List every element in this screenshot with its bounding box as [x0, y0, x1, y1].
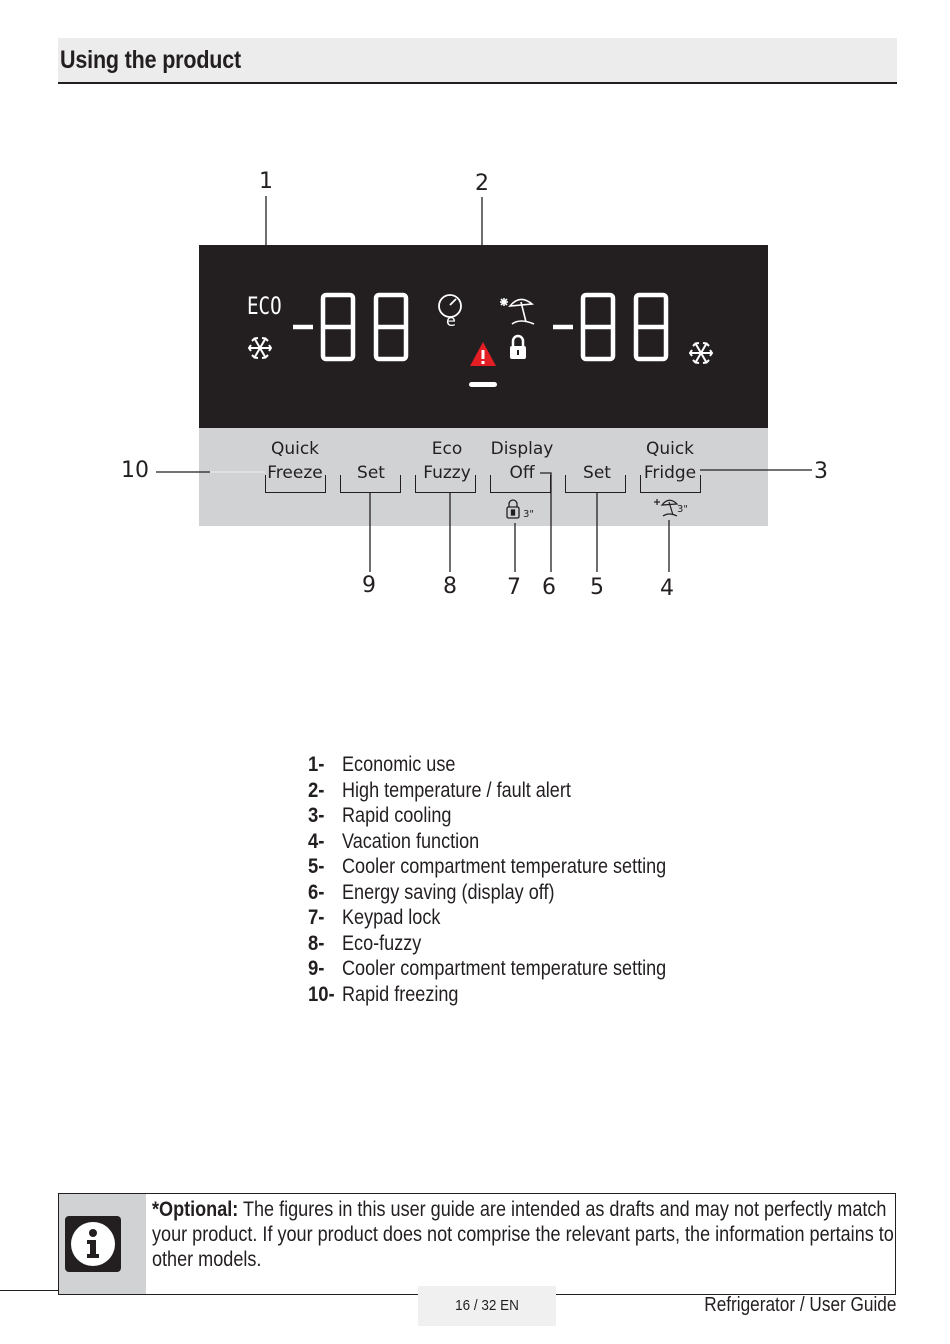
list-item: 7-Keypad lock: [308, 906, 441, 929]
button-strip: [199, 428, 768, 526]
snowflake-icon: [688, 342, 714, 364]
callout-9: 9: [362, 573, 376, 598]
vacation-umbrella-icon: [654, 499, 679, 517]
button-bracket: [415, 475, 476, 493]
eco-fuzzy-button[interactable]: Eco Fuzzy: [423, 439, 471, 483]
list-item: 2-High temperature / fault alert: [308, 778, 571, 802]
eco-indicator: ECO: [247, 292, 282, 320]
callout-3: 3: [814, 459, 828, 484]
button-bracket: [565, 475, 626, 493]
display-graphics: e: [156, 196, 812, 572]
button-bracket: [265, 475, 326, 493]
list-item: 10-Rapid freezing: [308, 982, 459, 1006]
snowflake-icon: [247, 337, 273, 359]
display-off-button[interactable]: Display Off: [490, 439, 554, 483]
callout-legend: 1-Economic use 2-High temperature / faul…: [308, 752, 728, 1007]
svg-text:e: e: [446, 311, 456, 330]
button-bracket: [340, 475, 401, 493]
warning-triangle-icon: [470, 342, 496, 366]
callout-7: 7: [507, 575, 521, 600]
footer-title: Refrigerator / User Guide: [703, 1294, 896, 1316]
info-icon: [65, 1216, 121, 1272]
alert-underline: [469, 382, 497, 387]
lock-hold-time: 3": [523, 509, 534, 520]
freezer-readout: [293, 292, 409, 362]
callout-5: 5: [590, 575, 604, 600]
button-bracket: [490, 475, 551, 493]
fridge-set-button[interactable]: ​ Set: [583, 463, 611, 483]
list-item: 9-Cooler compartment temperature setting: [308, 957, 667, 980]
fridge-readout: [553, 292, 669, 362]
display-screen: [199, 245, 768, 428]
eco-fuzzy-icon: e: [438, 294, 462, 330]
quick-fridge-button[interactable]: Quick Fridge: [643, 439, 697, 483]
button-bracket: [640, 475, 701, 493]
footer-divider: [0, 1290, 58, 1291]
callout-10: 10: [121, 458, 149, 483]
section-header: Using the product: [58, 38, 897, 84]
list-item: 1-Economic use: [308, 753, 456, 776]
control-panel-diagram: ECO: [0, 0, 950, 650]
freezer-set-button[interactable]: ​ Set: [357, 463, 385, 483]
callout-line-6: [540, 472, 552, 572]
callout-1: 1: [259, 169, 273, 194]
callout-4: 4: [660, 576, 674, 601]
list-item: 4-Vacation function: [308, 829, 480, 853]
optional-note: *Optional: The figures in this user guid…: [58, 1193, 896, 1295]
list-item: 8-Eco-fuzzy: [308, 931, 422, 955]
callout-8: 8: [443, 574, 457, 599]
list-item: 3-Rapid cooling: [308, 804, 452, 827]
page-number: 16 / 32 EN: [455, 1297, 519, 1314]
list-item: 6-Energy saving (display off): [308, 880, 555, 904]
quick-freeze-button[interactable]: Quick Freeze: [267, 439, 323, 483]
page-title: Using the product: [60, 46, 242, 74]
callout-2: 2: [475, 171, 489, 196]
vacation-hold-time: 3": [677, 504, 688, 515]
list-item: 5-Cooler compartment temperature setting: [308, 855, 667, 878]
note-text: *Optional: The figures in this user guid…: [152, 1198, 894, 1271]
callout-6: 6: [542, 575, 556, 600]
vacation-umbrella-icon: [500, 298, 535, 325]
padlock-icon: [510, 334, 526, 359]
padlock-icon: [506, 499, 520, 519]
page-tab: [418, 1286, 556, 1326]
